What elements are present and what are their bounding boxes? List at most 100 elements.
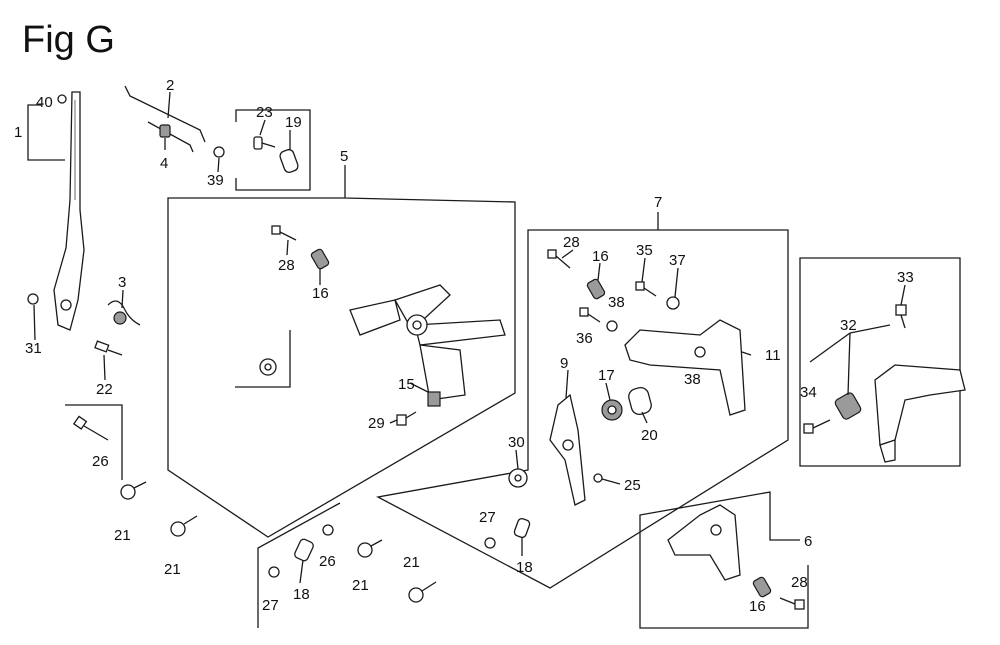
callout-labels: 40 1 2 4 39 23 19 5 3 31 22 26 21 21 28 …	[14, 77, 914, 615]
callout-34: 34	[800, 384, 817, 401]
bolt-27-a-part	[268, 566, 280, 578]
callout-17: 17	[598, 367, 615, 384]
callout-26-b: 26	[319, 553, 336, 570]
bolt-35-part	[635, 281, 657, 297]
bolt-34-part	[803, 419, 831, 434]
callout-5: 5	[340, 148, 348, 165]
callout-20: 20	[641, 427, 658, 444]
callout-39: 39	[207, 172, 224, 189]
bolt-33-part	[895, 304, 907, 329]
callout-38-a: 38	[608, 294, 625, 311]
spring-16-c-part	[752, 576, 772, 598]
spring-17-part	[601, 399, 623, 421]
callout-27-b: 27	[479, 509, 496, 526]
figure-title: Fig G	[22, 19, 115, 61]
callout-28-a: 28	[278, 257, 295, 274]
callout-21-a: 21	[114, 527, 131, 544]
callout-29: 29	[368, 415, 385, 432]
bolt-26-left-part	[72, 415, 109, 441]
callout-7: 7	[654, 194, 662, 211]
callout-28-c: 28	[791, 574, 808, 591]
bolt-23-part	[253, 136, 276, 150]
leader-lines	[33, 91, 906, 584]
nut-40-part	[57, 94, 67, 104]
bolt-28-c-part	[779, 597, 805, 610]
bolt-36-part	[579, 307, 601, 323]
group-outline-7	[376, 212, 789, 589]
callout-16-b: 16	[592, 248, 609, 265]
callout-32: 32	[840, 317, 857, 334]
governor-lever-assembly-part	[349, 284, 506, 401]
spring-4-part	[159, 124, 171, 138]
group-outline-6	[639, 491, 809, 629]
callout-9: 9	[560, 355, 568, 372]
spring-32-part	[834, 392, 862, 420]
collar-19-part	[279, 149, 299, 173]
bolt-28-b-part	[547, 249, 571, 269]
group-outline-5	[167, 173, 516, 538]
collar-18-b-part	[513, 517, 531, 539]
washer-26-b-part	[322, 524, 334, 536]
callout-30: 30	[508, 434, 525, 451]
callout-16-a: 16	[312, 285, 329, 302]
callout-4: 4	[160, 155, 168, 172]
callout-36: 36	[576, 330, 593, 347]
callout-19: 19	[285, 114, 302, 131]
callout-35: 35	[636, 242, 653, 259]
callout-28-b: 28	[563, 234, 580, 251]
lever-arm-part	[53, 91, 85, 331]
spring-16-a-part	[310, 248, 330, 270]
callout-21-b: 21	[164, 561, 181, 578]
callout-15: 15	[398, 376, 415, 393]
lever-9-part	[549, 393, 586, 506]
callout-6: 6	[804, 533, 812, 550]
bolt-27-b-part	[484, 537, 496, 549]
callout-22: 22	[96, 381, 113, 398]
callout-23: 23	[256, 104, 273, 121]
clip-25-part	[593, 473, 603, 483]
bolt-21-c-part	[357, 539, 383, 558]
spring-16-b-part	[586, 278, 606, 300]
callout-16-c: 16	[749, 598, 766, 615]
callout-3: 3	[118, 274, 126, 291]
callout-37: 37	[669, 252, 686, 269]
bolt-21-d-part	[408, 581, 437, 603]
callout-2: 2	[166, 77, 174, 94]
clip-15-part	[427, 391, 441, 407]
spring-3-part	[107, 300, 141, 326]
washer-37-part	[666, 296, 680, 310]
collar-20-part	[628, 387, 652, 415]
collar-18-a-part	[294, 538, 314, 562]
bolt-21-a-part	[120, 481, 147, 500]
callout-11: 11	[765, 347, 781, 364]
callout-27-a: 27	[262, 597, 279, 614]
washer-39-part	[213, 146, 225, 158]
bracket-11-part	[624, 319, 746, 416]
callout-33: 33	[897, 269, 914, 286]
callout-40: 40	[36, 94, 53, 111]
callout-21-d: 21	[403, 554, 420, 571]
group-outline-right	[799, 257, 961, 467]
callout-26-a: 26	[92, 453, 109, 470]
callout-21-c: 21	[352, 577, 369, 594]
callout-18-a: 18	[293, 586, 310, 603]
callout-38-b: 38	[684, 371, 701, 388]
callout-18-b: 18	[516, 559, 533, 576]
bolt-29-part	[396, 411, 417, 426]
bracket-26-21	[65, 404, 123, 480]
washer-38-a-part	[606, 320, 618, 332]
bracket-1-40	[27, 104, 65, 161]
callout-1: 1	[14, 124, 22, 141]
bracket-6-part	[667, 504, 741, 581]
bracket-right-part	[874, 364, 966, 463]
bracket-19-23	[235, 109, 311, 191]
group-outline-bottom-left	[257, 502, 341, 628]
callout-25: 25	[624, 477, 641, 494]
bolt-28-a-part	[271, 225, 297, 241]
nut-31-part	[27, 293, 39, 305]
bolt-22-part	[94, 340, 123, 356]
bracket-29	[235, 330, 291, 388]
bolt-21-b-part	[170, 515, 198, 537]
callout-31: 31	[25, 340, 42, 357]
